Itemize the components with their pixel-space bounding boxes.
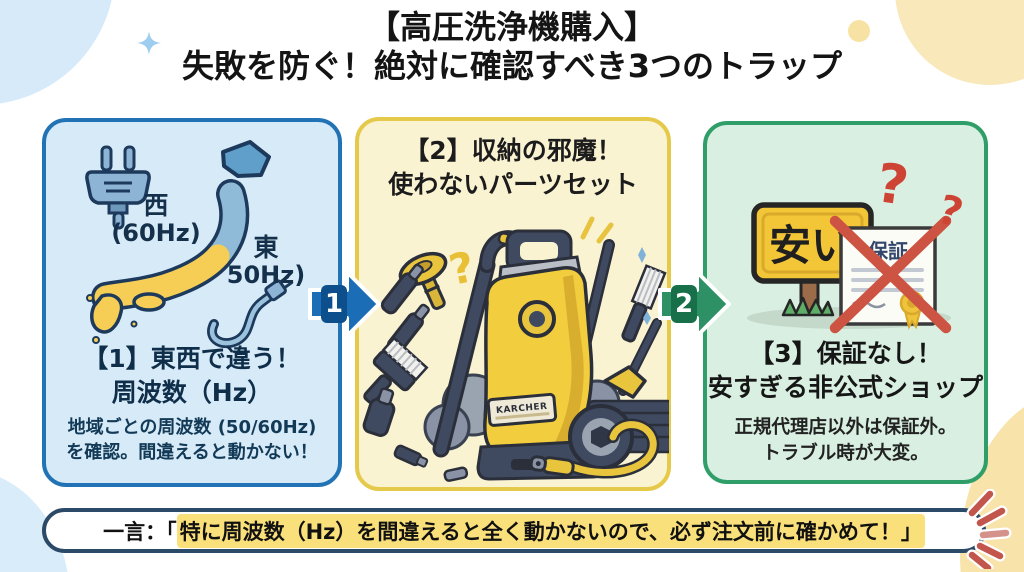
diamond-sparkles-icon bbox=[638, 247, 651, 325]
page-title-line1: 【高圧洗浄機購入】 bbox=[367, 8, 656, 46]
power-cable-icon bbox=[207, 275, 294, 349]
arrow-right-icon bbox=[308, 270, 381, 338]
map-label-east: 東 50Hz) bbox=[222, 234, 310, 289]
question-mark-large-icon: ? bbox=[873, 151, 913, 218]
east-label: 東 bbox=[253, 233, 279, 262]
panel1-heading-line1: 【1】東西で違う！ bbox=[83, 344, 301, 373]
pressure-washer-clutter-illustration: ? bbox=[362, 216, 669, 482]
panel1-body-line1: 地域ごとの周波数 (50/60Hz) bbox=[67, 417, 317, 438]
map-hokkaido bbox=[221, 140, 271, 178]
panel-parts-trap: 【2】収納の邪魔！ 使わないパーツセット ? bbox=[355, 117, 671, 491]
red-cross-icon bbox=[829, 215, 952, 334]
map-shikoku bbox=[132, 292, 166, 312]
power-plug-icon bbox=[85, 145, 151, 230]
grass-icon bbox=[781, 296, 835, 317]
step-arrow-1: 1 bbox=[308, 266, 382, 342]
question-mark-small-icon: ? bbox=[933, 186, 968, 237]
panel3-body-line1: 正規代理店以外は保証外。 bbox=[734, 417, 957, 438]
map-kyushu bbox=[90, 293, 124, 334]
page-title-line2: 失敗を防ぐ！絶対に確認すべき3つのトラップ bbox=[181, 47, 843, 86]
panel-frequency-trap: 西 (60Hz) 東 50Hz) 【1】東西で違う！ 周波数（Hz） 地域ごとの… bbox=[42, 118, 342, 487]
step-number-1: 1 bbox=[324, 289, 344, 319]
panel1-body: 地域ごとの周波数 (50/60Hz) を確認。間違えると動かない！ bbox=[46, 416, 338, 466]
panel3-body-line2: トラブル時が大変。 bbox=[762, 442, 929, 464]
loose-parts bbox=[393, 444, 469, 482]
decor-dot-yellow bbox=[848, 20, 870, 42]
step-arrow-2: 2 bbox=[658, 266, 732, 342]
step-number-2: 2 bbox=[674, 289, 694, 319]
japan-frequency-map-illustration bbox=[85, 140, 294, 349]
emphasis-burst-icon bbox=[966, 489, 1012, 569]
pressure-washer-unit: KARCHER bbox=[476, 229, 634, 481]
footer-highlighted-text: 特に周波数（Hz）を間違えると全く動かないので、必ず注文前に確かめて！」 bbox=[176, 513, 925, 548]
sparkle-icon bbox=[137, 31, 161, 55]
foam-bottle-icon bbox=[362, 387, 396, 437]
accessories-right bbox=[579, 239, 667, 399]
panel2-heading-line1: 【2】収納の邪魔！ bbox=[404, 136, 622, 165]
japan-map bbox=[86, 140, 271, 344]
page-title: 【高圧洗浄機購入】 失敗を防ぐ！絶対に確認すべき3つのトラップ bbox=[0, 8, 1024, 86]
east-frequency: 50Hz) bbox=[226, 261, 306, 289]
panel1-heading: 【1】東西で違う！ 周波数（Hz） bbox=[46, 342, 338, 409]
brand-label: KARCHER bbox=[496, 402, 548, 416]
panel3-heading-line1: 【3】保証なし！ bbox=[749, 339, 942, 368]
panel2-heading-line2: 使わないパーツセット bbox=[388, 169, 638, 199]
panel1-heading-line2: 周波数（Hz） bbox=[111, 377, 273, 407]
footer-advice-pill: 一言：「特に周波数（Hz）を間違えると全く動かないので、必ず注文前に確かめて！」 bbox=[42, 508, 986, 553]
panel3-body: 正規代理店以外は保証外。 トラブル時が大変。 bbox=[707, 415, 984, 466]
garden-hose-icon bbox=[529, 418, 660, 479]
panel1-body-line2: を確認。間違えると動かない！ bbox=[66, 441, 318, 463]
panel2-heading: 【2】収納の邪魔！ 使わないパーツセット bbox=[359, 134, 667, 201]
sparkle-ticks-icon bbox=[580, 216, 614, 244]
no-warranty-illustration: 安い 保証 ? ? bbox=[747, 151, 968, 334]
west-frequency: (60Hz) bbox=[111, 219, 201, 247]
panel-warranty-trap: 安い 保証 ? ? 【3】保証なし！ 安すぎる非公式ショップ bbox=[703, 121, 988, 484]
wash-brush-left-icon bbox=[363, 336, 429, 405]
map-label-west: 西 (60Hz) bbox=[106, 192, 206, 247]
panel3-heading: 【3】保証なし！ 安すぎる非公式ショップ bbox=[707, 337, 984, 404]
west-label: 西 bbox=[143, 191, 169, 220]
arrow-right-icon bbox=[658, 270, 731, 338]
footer-prefix: 一言：「 bbox=[103, 519, 177, 544]
panel3-heading-line2: 安すぎる非公式ショップ bbox=[707, 372, 983, 402]
